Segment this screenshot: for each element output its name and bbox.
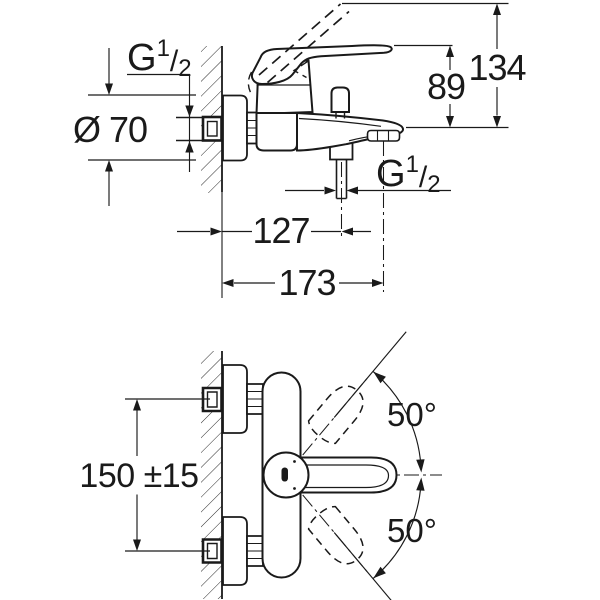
- outlet-centerlines: [340, 141, 385, 292]
- dim-thread-shower: G1/2: [285, 151, 451, 198]
- lever-swung-up-dashed: [307, 385, 364, 445]
- body-lower: [255, 112, 298, 152]
- shower-outlet-block: [329, 143, 354, 161]
- lever-raised-dashed-detail: [247, 60, 308, 94]
- union-nut-facets-plan: [247, 390, 263, 560]
- lever-swung-down-dashed: [307, 505, 364, 565]
- dim-89-lines: [394, 44, 453, 117]
- dim-thread-inlet: G1/2: [127, 35, 194, 172]
- swing-boundary-lower: [333, 532, 407, 600]
- diverter-knob: [330, 86, 350, 113]
- dim-wall-to-shower: 127: [177, 210, 371, 251]
- side-view-drawing: G1/2 Ø 70 89 134 G1/2: [73, 2, 527, 303]
- dim-center-distance: 150 ±15: [79, 398, 210, 552]
- dim-thread-inlet-arrows: [185, 105, 194, 153]
- wall-fitting-outer: [201, 115, 223, 142]
- dim-150-lines: [125, 398, 210, 552]
- dim-thread-shower-arrows: [324, 186, 358, 195]
- wall-fitting-inner: [206, 120, 218, 137]
- dim-label-height-closed: 89: [427, 66, 465, 107]
- dim-thread-inlet-lines: [127, 73, 191, 172]
- dim-label-height-open: 134: [468, 47, 525, 88]
- plan-view-drawing: 50° 50° 150 ±15: [79, 331, 442, 600]
- aerator-slots: [376, 130, 390, 141]
- dim-label-center-distance: 150 ±15: [79, 457, 198, 495]
- dim-134-lines: [342, 2, 509, 129]
- dim-label-swing-lower: 50°: [387, 512, 437, 549]
- dim-label-thread-inlet: G1/2: [127, 35, 192, 82]
- lever-raised-dashed: [258, 3, 350, 84]
- escutcheon-blocks: [222, 364, 248, 586]
- dim-label-wall-to-shower: 127: [252, 210, 309, 251]
- escutcheon: [222, 94, 248, 162]
- union-nuts-plan: [246, 383, 264, 567]
- swing-boundary-upper: [333, 331, 407, 418]
- dim-wall-to-spout: 173: [222, 262, 384, 303]
- dim-height-closed: 89: [394, 44, 466, 128]
- detail-dot-upper: [293, 460, 296, 463]
- diverter-knob-neck: [335, 112, 346, 119]
- dim-label-thread-shower: G1/2: [376, 151, 441, 198]
- dim-label-wall-to-spout: 173: [278, 262, 335, 303]
- lever-pin-mark: [281, 467, 288, 482]
- lever-plan-inner-line: [303, 464, 390, 489]
- dim-height-open: 134: [342, 2, 527, 129]
- dim-label-flange-diameter: Ø 70: [73, 109, 147, 150]
- wall-fittings-inner: [206, 391, 218, 560]
- dim-lever-swing: 50° 50°: [333, 331, 437, 600]
- wall-fittings-outer: [201, 386, 223, 564]
- aerator: [366, 129, 401, 142]
- lever-plan: [296, 456, 398, 494]
- dim-flange-diameter: Ø 70: [73, 48, 196, 206]
- lever-handle: [250, 44, 393, 86]
- dim-flange-lines: [88, 48, 196, 206]
- wall-hatch-plan: [201, 351, 222, 599]
- dim-label-swing-upper: 50°: [387, 396, 437, 433]
- detail-dot-lower: [293, 487, 296, 490]
